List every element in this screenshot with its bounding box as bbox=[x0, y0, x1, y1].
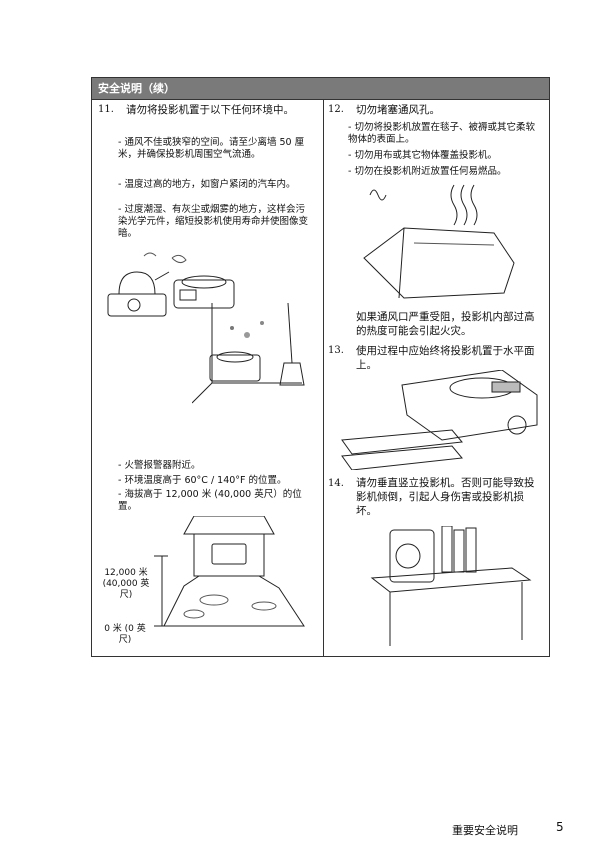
section-header: 安全说明（续） bbox=[92, 78, 549, 100]
page-number: 5 bbox=[556, 820, 564, 834]
upright-projector-illustration bbox=[370, 526, 532, 646]
item-14-number: 14. bbox=[328, 478, 344, 489]
item-12-number: 12. bbox=[328, 104, 344, 115]
projector-on-books-illustration bbox=[341, 370, 538, 470]
column-divider bbox=[323, 100, 324, 657]
left-bullet-1: - 通风不佳或狭窄的空间。请至少离墙 50 厘米，并确保投影机周围空气流通。 bbox=[118, 137, 305, 160]
item-13-text: 使用过程中应始终将投影机置于水平面上。 bbox=[356, 345, 535, 371]
altitude-bottom-label: 0 米 (0 英尺) bbox=[104, 624, 146, 645]
right-bullet-3: - 切勿在投影机附近放置任何易燃品。 bbox=[348, 166, 507, 177]
dusty-corner-illustration bbox=[192, 303, 305, 404]
right-bullet-1: - 切勿将投影机放置在毯子、被褥或其它柔软物体的表面上。 bbox=[348, 122, 535, 145]
footer-section-title: 重要安全说明 bbox=[452, 824, 518, 837]
item-13-number: 13. bbox=[328, 345, 344, 356]
left-bullet-2: - 温度过高的地方，如窗户紧闭的汽车内。 bbox=[118, 179, 296, 190]
left-bullet-3: - 过度潮湿、有灰尘或烟雾的地方，这样会污染光学元件，缩短投影机使用寿命并使图像… bbox=[118, 204, 309, 239]
right-bullet-2: - 切勿用布或其它物体覆盖投影机。 bbox=[348, 150, 497, 161]
item-11-text: 请勿将投影机置于以下任何环境中。 bbox=[126, 104, 294, 116]
mountain-altitude-illustration bbox=[154, 516, 305, 627]
covered-projector-illustration bbox=[363, 184, 515, 299]
item-14-text: 请勿垂直竖立投影机。否则可能导致投影机倾倒，引起人身伤害或投影机损坏。 bbox=[356, 477, 535, 517]
kettle-stove-illustration bbox=[107, 252, 235, 317]
item-11-number: 11. bbox=[98, 104, 114, 115]
altitude-top-label: 12,000 米 (40,000 英尺) bbox=[102, 568, 150, 600]
safety-table: 安全说明（续） 11. 请勿将投影机置于以下任何环境中。 - 通风不佳或狭窄的空… bbox=[91, 77, 550, 657]
left-bullet-4: - 火警报警器附近。 bbox=[118, 460, 201, 471]
item-12-text: 切勿堵塞通风孔。 bbox=[356, 104, 440, 116]
left-bullet-5: - 环境温度高于 60°C / 140°F 的位置。 bbox=[118, 475, 287, 486]
blocked-vent-note: 如果通风口严重受阻，投影机内部过高的热度可能会引起火灾。 bbox=[356, 311, 535, 337]
left-bullet-6: - 海拔高于 12,000 米 (40,000 英尺）的位置。 bbox=[118, 489, 302, 512]
